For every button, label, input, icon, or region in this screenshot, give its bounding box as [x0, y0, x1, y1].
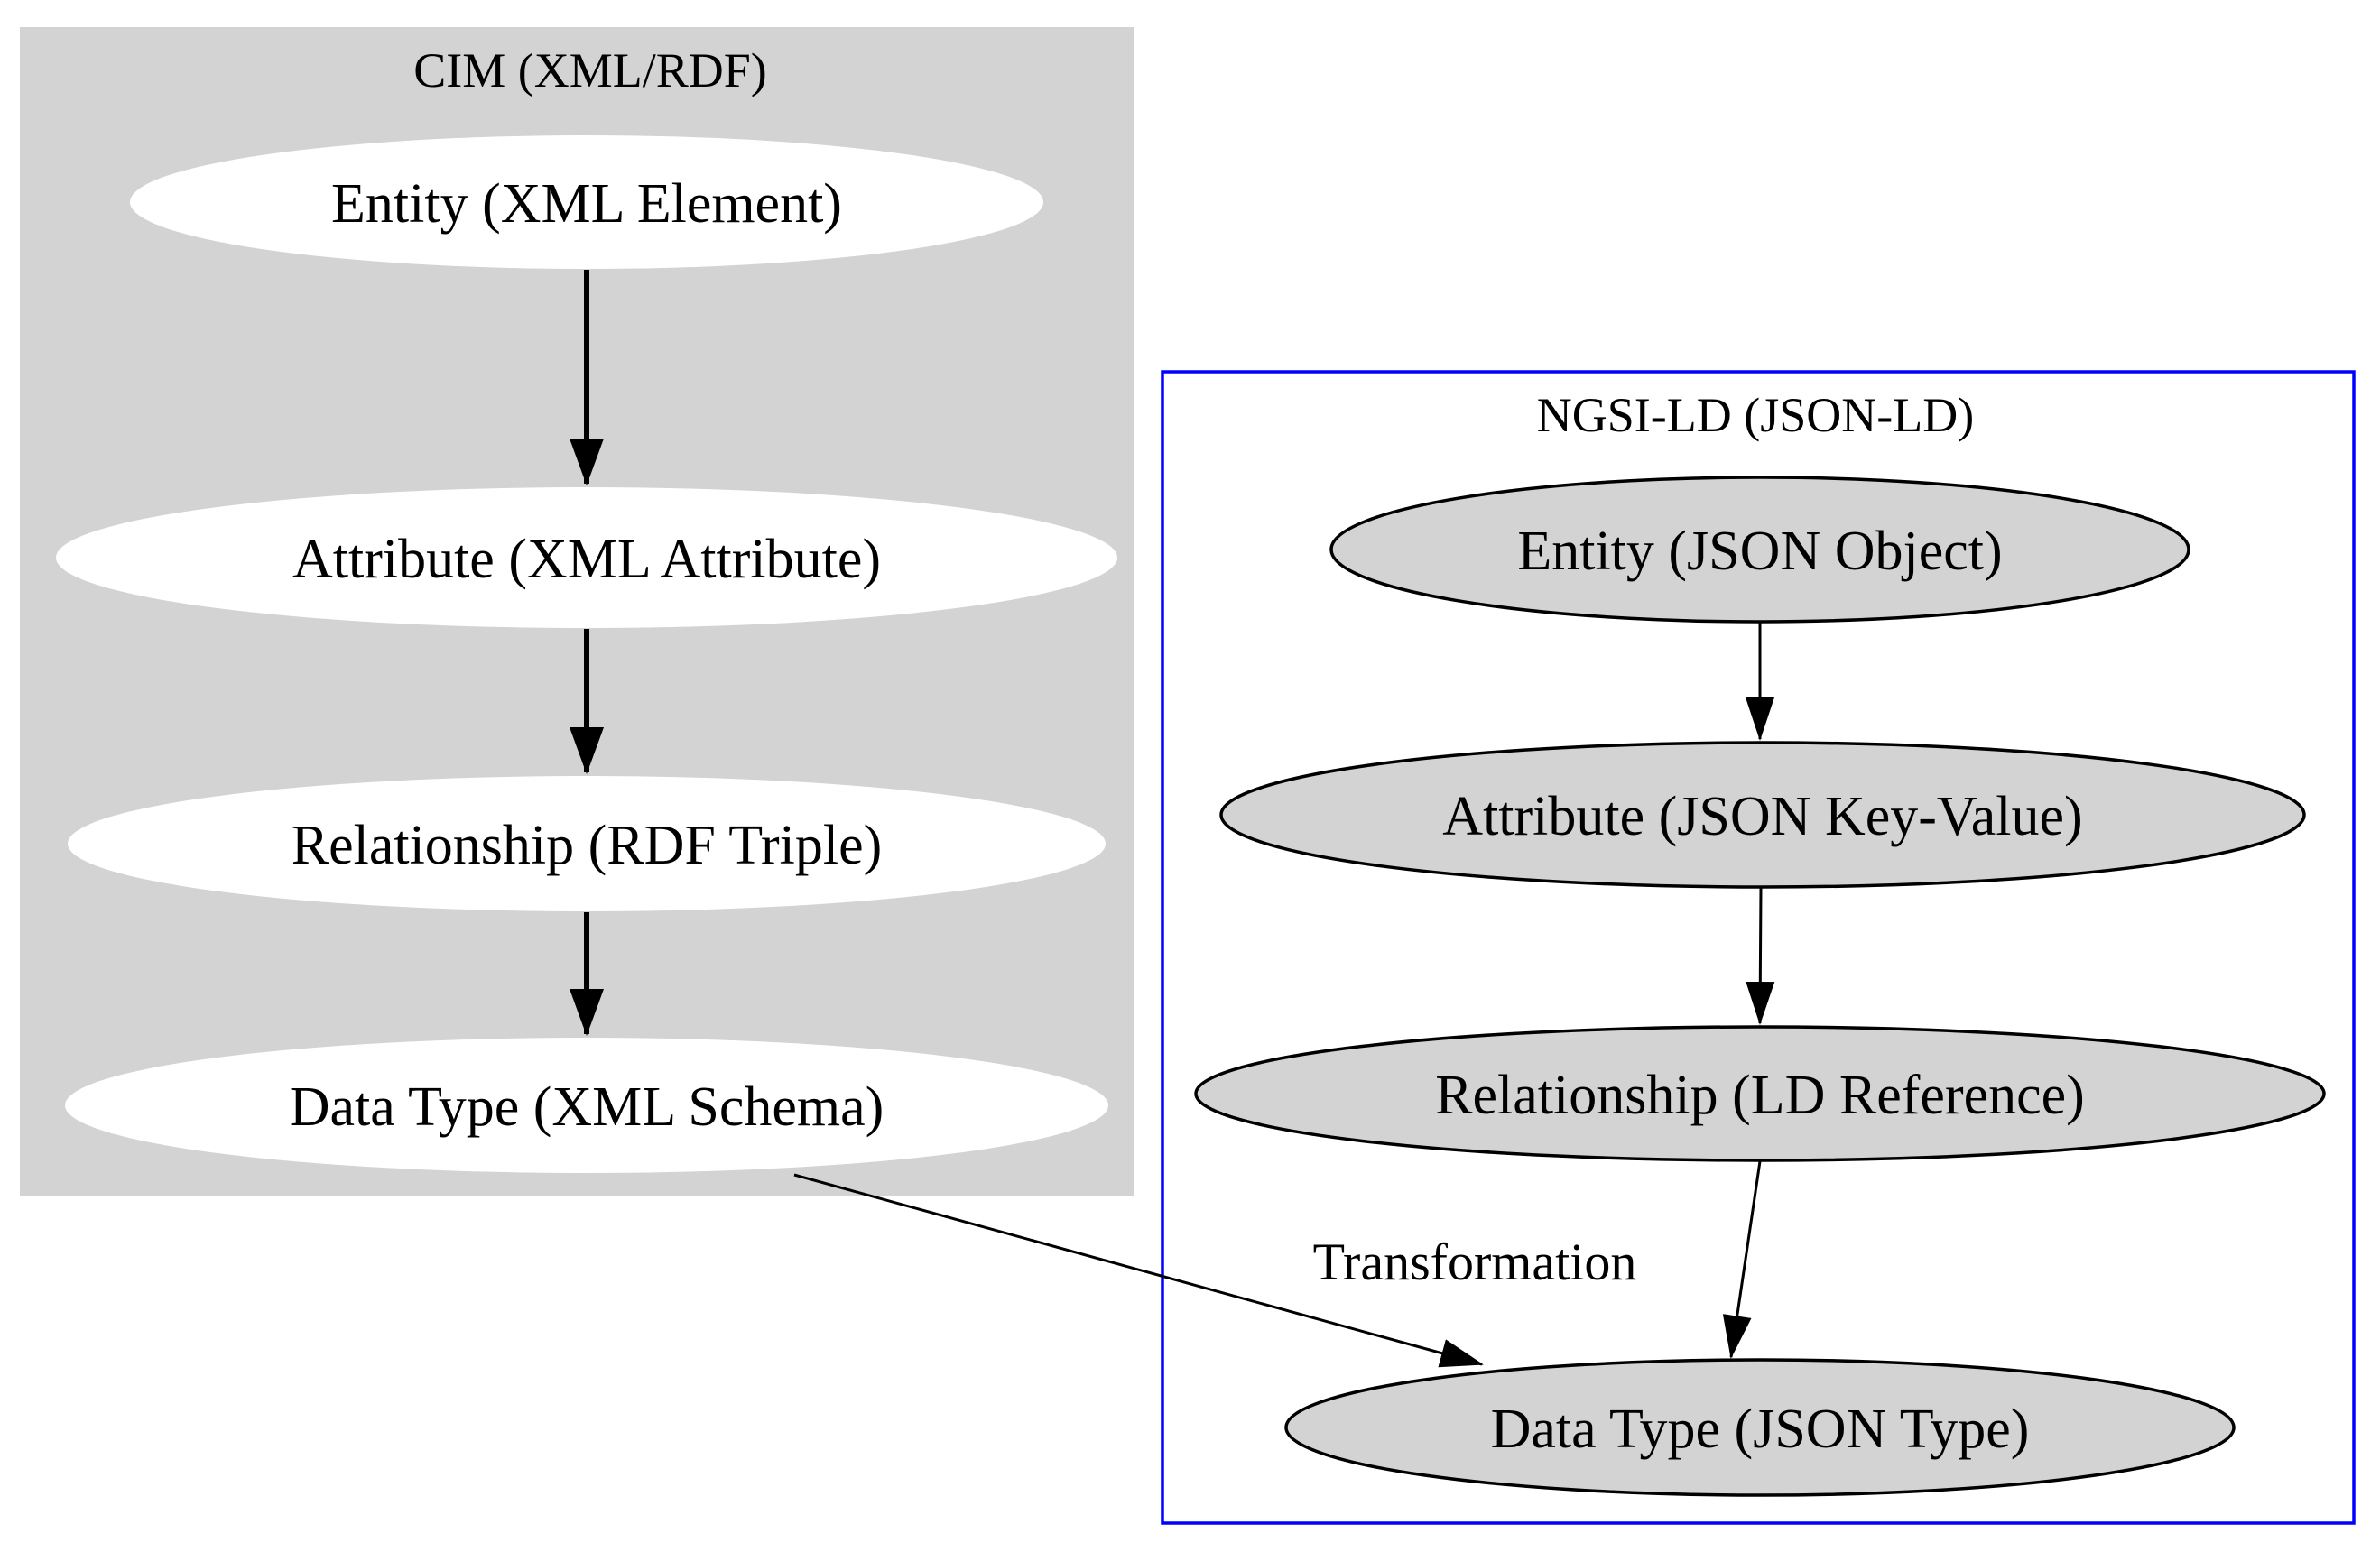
node-datatype-xml-schema-ellipse [65, 1038, 1108, 1173]
node-entity-xml-element-label: Entity (XML Element) [331, 173, 842, 235]
node-attribute-json-keyvalue-label: Attribute (JSON Key-Value) [1442, 786, 2082, 847]
node-datatype-xml-schema-label: Data Type (XML Schema) [290, 1076, 884, 1138]
cluster-ngsild-title: NGSI-LD (JSON-LD) [1537, 388, 1974, 442]
node-entity-json-object: Entity (JSON Object) [1329, 476, 2190, 624]
cluster-cim-title: CIM (XML/RDF) [413, 43, 767, 97]
node-datatype-json-type-ellipse [1284, 1358, 2236, 1497]
cluster-ngsild: NGSI-LD (JSON-LD) Entity (JSON Object) A… [1161, 370, 2356, 1525]
node-relationship-rdf-triple: Relationship (RDF Triple) [68, 776, 1106, 911]
edge-ngsild-attribute-to-relationship [1746, 887, 1775, 1025]
node-entity-json-object-ellipse [1329, 476, 2190, 624]
transformation-edge-line [793, 1173, 1484, 1368]
node-datatype-json-type-label: Data Type (JSON Type) [1491, 1399, 2030, 1460]
node-attribute-json-keyvalue: Attribute (JSON Key-Value) [1219, 741, 2306, 889]
node-attribute-xml-attribute: Attribute (XML Attribute) [56, 487, 1117, 628]
node-relationship-rdf-triple-label: Relationship (RDF Triple) [292, 815, 883, 876]
node-attribute-xml-attribute-ellipse [56, 487, 1117, 628]
node-relationship-ld-reference-ellipse [1194, 1025, 2326, 1162]
transformation-edge-label: Transformation [1313, 1233, 1637, 1291]
transformation-edge: Transformation [793, 1173, 1637, 1368]
node-attribute-xml-attribute-label: Attribute (XML Attribute) [292, 529, 881, 590]
node-relationship-rdf-triple-ellipse [68, 776, 1106, 911]
cluster-cim: CIM (XML/RDF) Entity (XML Element) Attri… [20, 27, 1134, 1196]
node-attribute-json-keyvalue-ellipse [1219, 741, 2306, 889]
node-datatype-xml-schema: Data Type (XML Schema) [65, 1038, 1108, 1173]
edge-ngsild-relationship-to-datatype [1722, 1160, 1762, 1359]
node-entity-xml-element-ellipse [130, 135, 1043, 269]
node-entity-json-object-label: Entity (JSON Object) [1517, 521, 2002, 582]
node-relationship-ld-reference: Relationship (LD Reference) [1194, 1025, 2326, 1162]
node-entity-xml-element: Entity (XML Element) [130, 135, 1043, 269]
node-relationship-ld-reference-label: Relationship (LD Reference) [1435, 1065, 2085, 1126]
node-datatype-json-type: Data Type (JSON Type) [1284, 1358, 2236, 1497]
